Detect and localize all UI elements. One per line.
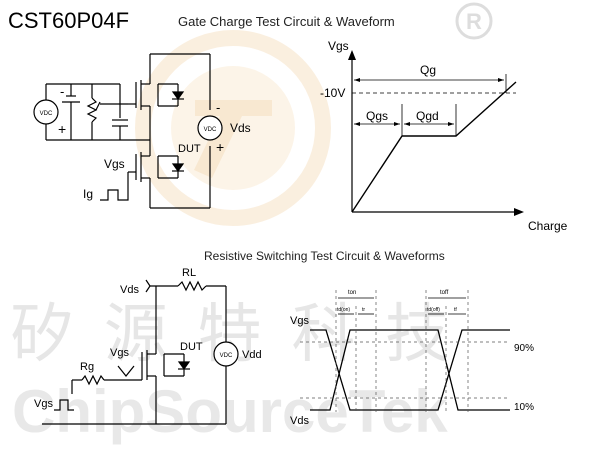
watermark-logo xyxy=(135,30,331,226)
vds-wave-label: Vds xyxy=(290,415,309,427)
rl-label: RL xyxy=(182,267,196,279)
watermark-brand: ChipSourceTek xyxy=(12,378,448,445)
vdc-left-label: VDC xyxy=(40,111,53,117)
gate-charge-circuit xyxy=(45,53,211,209)
ig-label: Ig xyxy=(83,187,93,201)
part-number: CST60P04F xyxy=(8,8,130,33)
td-on-label: td(on) xyxy=(337,307,350,313)
plus-right-label: + xyxy=(216,139,224,155)
switching-waveform xyxy=(300,290,510,412)
rg-label: Rg xyxy=(80,361,94,373)
voltage-source-right xyxy=(197,115,223,141)
dut-switch-label: DUT xyxy=(180,341,203,353)
vdd-source xyxy=(213,341,239,367)
vdc-switch-label: VDC xyxy=(220,353,233,359)
gate-charge-title: Gate Charge Test Circuit & Waveform xyxy=(178,14,395,29)
vds-switch-label: Vds xyxy=(120,284,139,296)
vdc-right-label: VDC xyxy=(204,127,217,133)
vgs-wave-label: Vgs xyxy=(290,315,309,327)
qgd-label: Qgd xyxy=(416,109,439,123)
vgs-probe-label: Vgs xyxy=(110,347,129,359)
td-off-label: td(off) xyxy=(427,307,440,313)
switching-circuit xyxy=(42,279,227,425)
tr-label: tr xyxy=(362,307,365,313)
voltage-source-left xyxy=(33,99,59,125)
t-off-label: toff xyxy=(440,290,449,296)
minus-left-label: - xyxy=(60,84,64,99)
vgs-source-label: Vgs xyxy=(34,398,53,410)
plus-left-label: + xyxy=(58,121,66,137)
qg-label: Qg xyxy=(420,63,436,77)
gate-charge-waveform xyxy=(348,50,524,216)
qgs-label: Qgs xyxy=(366,109,388,123)
switching-title: Resistive Switching Test Circuit & Wavef… xyxy=(204,249,445,263)
pct-90-label: 90% xyxy=(514,343,534,354)
vdd-label: Vdd xyxy=(242,349,262,361)
dut-label: DUT xyxy=(178,143,201,155)
registered-mark-icon: R xyxy=(455,2,493,40)
minus-10v-label: -10V xyxy=(320,86,345,100)
pct-10-label: 10% xyxy=(514,402,534,413)
minus-right-label: - xyxy=(216,100,220,115)
svg-text:R: R xyxy=(466,9,482,34)
charge-axis-label: Charge xyxy=(528,219,568,233)
vgs-circuit-label: Vgs xyxy=(104,157,125,171)
tf-label: tf xyxy=(454,307,457,313)
vds-label: Vds xyxy=(230,121,251,135)
t-on-label: ton xyxy=(348,290,356,296)
waveform-vgs-axis-label: Vgs xyxy=(328,39,349,53)
